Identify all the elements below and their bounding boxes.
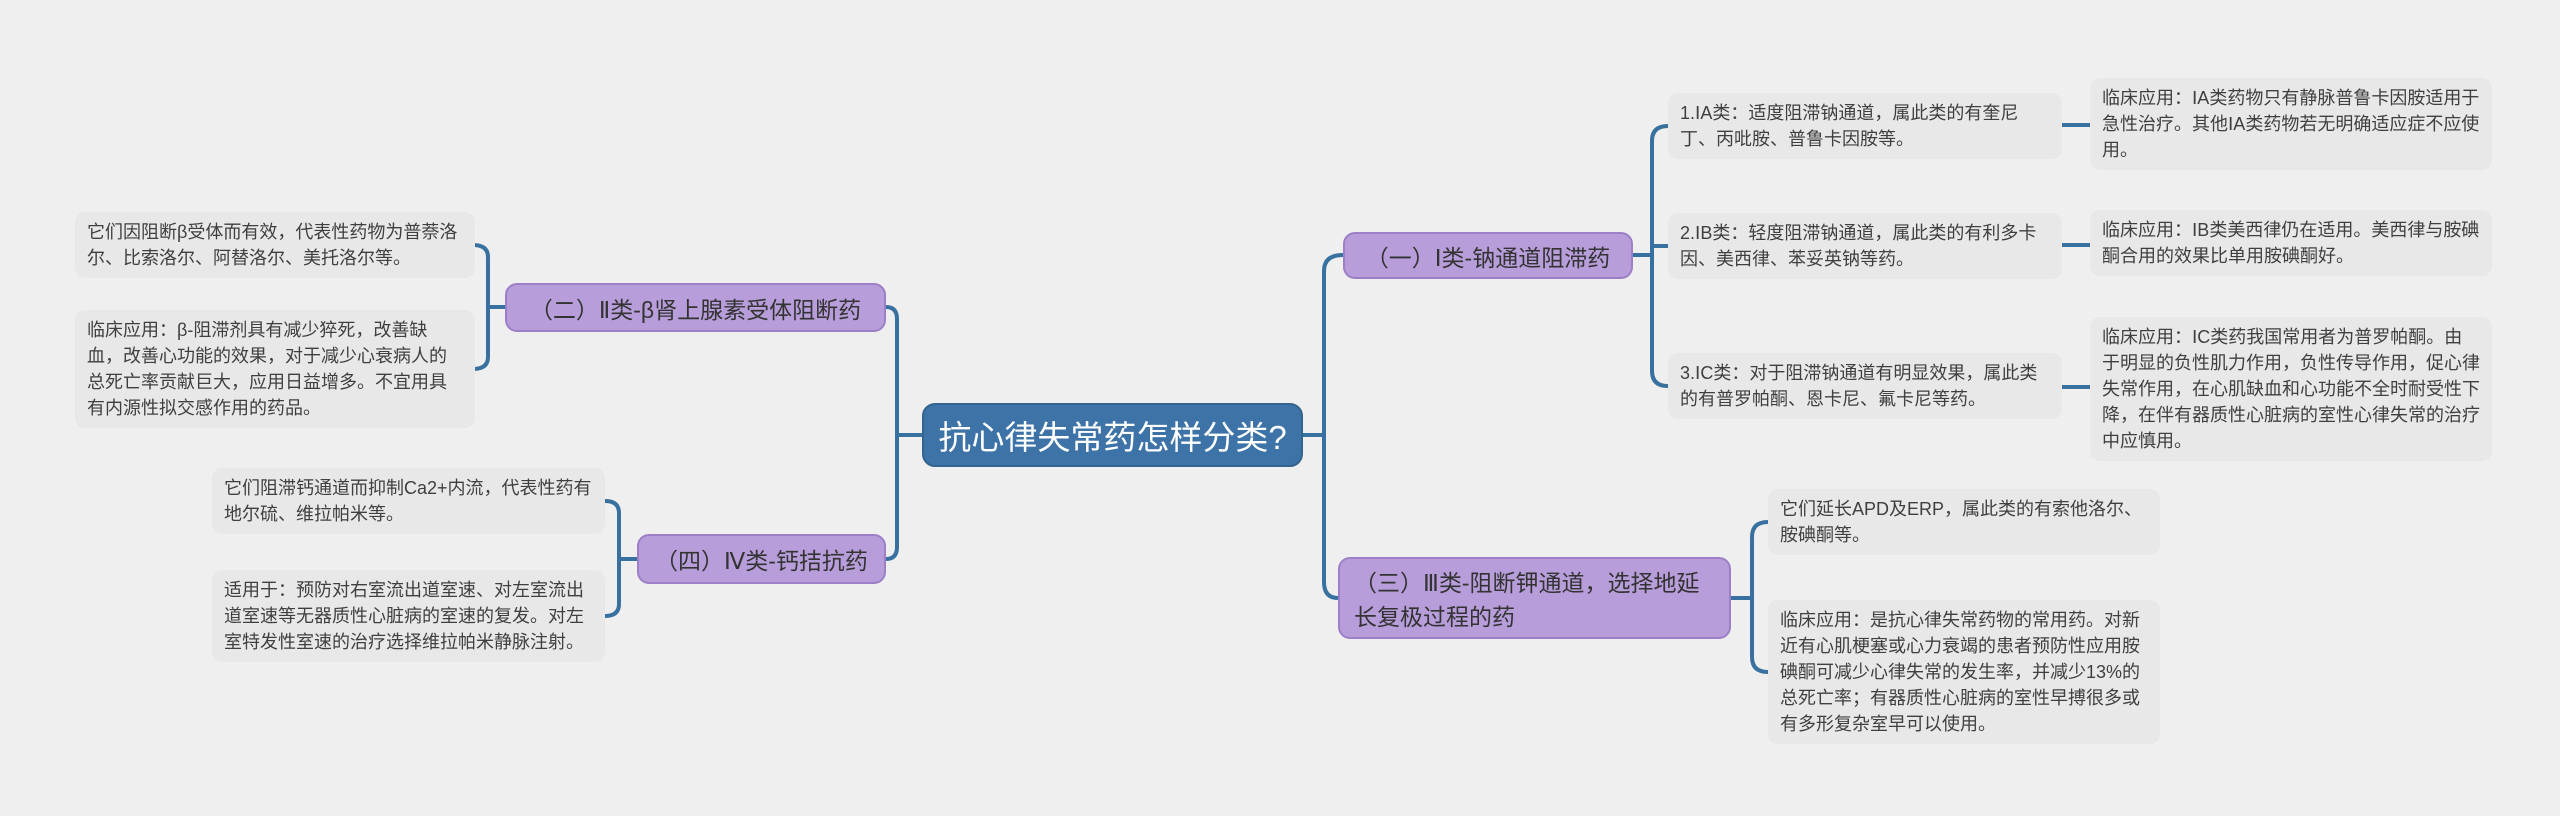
branch-class3-potassium-channel[interactable]: （三）Ⅲ类-阻断钾通道，选择地延长复极过程的药: [1338, 557, 1731, 639]
leaf-class1a-clinical[interactable]: 临床应用：ⅠA类药物只有静脉普鲁卡因胺适用于急性治疗。其他ⅠA类药物若无明确适应…: [2090, 78, 2492, 170]
connector-class2-bracket: [471, 243, 490, 371]
leaf-class2-clinical[interactable]: 临床应用：β-阻滞剂具有减少猝死，改善缺血，改善心功能的效果，对于减少心衰病人的…: [75, 310, 475, 428]
leaf-class2-description[interactable]: 它们因阻断β受体而有效，代表性药物为普萘洛尔、比索洛尔、阿替洛尔、美托洛尔等。: [75, 212, 475, 278]
central-topic[interactable]: 抗心律失常药怎样分类?: [922, 403, 1303, 467]
branch-class2-beta-blocker[interactable]: （二）Ⅱ类-β肾上腺素受体阻断药: [505, 283, 886, 332]
leaf-class3-description[interactable]: 它们延长APD及ERP，属此类的有索他洛尔、胺碘酮等。: [1768, 489, 2160, 555]
branch-class4-calcium-antagonist[interactable]: （四）Ⅳ类-钙拮抗药: [637, 534, 886, 584]
leaf-class3-clinical[interactable]: 临床应用：是抗心律失常药物的常用药。对新近有心肌梗塞或心力衰竭的患者预防性应用胺…: [1768, 600, 2160, 744]
leaf-class1c[interactable]: 3.ⅠC类：对于阻滞钠通道有明显效果，属此类的有普罗帕酮、恩卡尼、氟卡尼等药。: [1668, 353, 2062, 419]
connector-class4-bracket: [603, 499, 621, 618]
connector-class3-bracket: [1750, 520, 1770, 674]
leaf-class1b[interactable]: 2.ⅠB类：轻度阻滞钠通道，属此类的有利多卡因、美西律、苯妥英钠等药。: [1668, 213, 2062, 279]
connector-central-right-bracket: [1322, 253, 1345, 600]
leaf-class1c-clinical[interactable]: 临床应用：ⅠC类药我国常用者为普罗帕酮。由于明显的负性肌力作用，负性传导作用，促…: [2090, 317, 2492, 461]
leaf-class1a[interactable]: 1.ⅠA类：适度阻滞钠通道，属此类的有奎尼丁、丙吡胺、普鲁卡因胺等。: [1668, 93, 2062, 159]
branch-class1-sodium-channel[interactable]: （一）Ⅰ类-钠通道阻滞药: [1343, 232, 1633, 279]
leaf-class4-description[interactable]: 它们阻滞钙通道而抑制Ca2+内流，代表性药有地尔硫、维拉帕米等。: [212, 468, 605, 534]
connector-central-left-bracket: [884, 305, 899, 561]
leaf-class1b-clinical[interactable]: 临床应用：ⅠB类美西律仍在适用。美西律与胺碘酮合用的效果比单用胺碘酮好。: [2090, 210, 2492, 276]
leaf-class4-clinical[interactable]: 适用于：预防对右室流出道室速、对左室流出道室速等无器质性心脏病的室速的复发。对左…: [212, 570, 605, 662]
connector-class1-bracket: [1650, 124, 1670, 388]
